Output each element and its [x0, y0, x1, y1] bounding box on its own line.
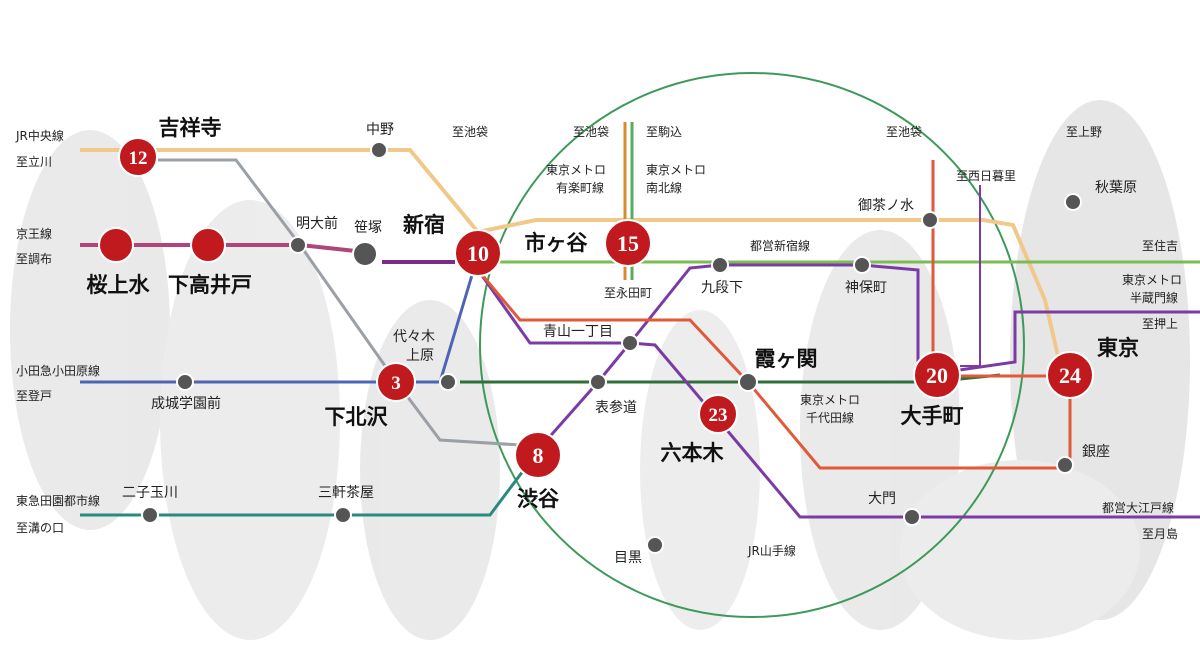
badge-number: 12	[129, 148, 148, 169]
line-label-namboku-1: 東京メトロ	[646, 163, 706, 177]
station-name-ichigaya: 市ヶ谷	[525, 230, 589, 255]
station-dot-sangenjaya[interactable]	[335, 507, 351, 523]
station-name-sakurajosui: 桜上水	[87, 272, 151, 297]
direction-nagatacho: 至永田町	[604, 286, 652, 300]
station-dot-aoyama[interactable]	[622, 335, 638, 351]
direction-chofu: 至調布	[16, 252, 52, 266]
badge-ichigaya[interactable]: 15	[605, 220, 651, 266]
direction-komagome: 至駒込	[646, 125, 682, 139]
direction-ikebukuro-3: 至池袋	[886, 125, 922, 139]
station-name-akihabara: 秋葉原	[1095, 180, 1137, 196]
station-name-roppongi: 六本木	[661, 440, 725, 465]
line-label-namboku-2: 南北線	[646, 180, 682, 195]
direction-oshiage: 至押上	[1142, 317, 1178, 331]
badge-tokyo[interactable]: 24	[1047, 352, 1093, 398]
station-shimotakaido-marker[interactable]	[191, 228, 225, 262]
direction-ikebukuro-1: 至池袋	[452, 125, 488, 139]
line-label-oedo: 都営大江戸線	[1102, 500, 1174, 515]
station-name-kudanshita: 九段下	[701, 280, 743, 296]
station-name-shibuya: 渋谷	[517, 486, 560, 511]
station-dot-yoyogiuehara[interactable]	[440, 374, 456, 390]
station-name-nakano: 中野	[366, 122, 394, 138]
station-dot-seijo[interactable]	[177, 374, 193, 390]
station-dot-daimon[interactable]	[904, 509, 920, 525]
direction-tsukishima: 至月島	[1142, 526, 1178, 541]
direction-mizonokuchi: 至溝の口	[16, 521, 64, 535]
station-dot-ginza[interactable]	[1057, 457, 1073, 473]
line-label-odakyu: 小田急小田原線	[16, 363, 100, 378]
badge-shinjuku[interactable]: 10	[455, 230, 501, 276]
direction-nishinippori: 至西日暮里	[956, 169, 1016, 183]
station-name-sasazuka: 笹塚	[354, 220, 382, 236]
station-name-ginza: 銀座	[1082, 444, 1110, 460]
station-dot-nakano[interactable]	[371, 142, 387, 158]
badge-shibuya[interactable]: 8	[515, 432, 561, 478]
line-label-chiyoda-2: 千代田線	[806, 410, 854, 425]
station-name-seijo: 成城学園前	[151, 395, 221, 412]
line-label-yurakucho-1: 東京メトロ	[546, 163, 606, 177]
station-dot-sasazuka[interactable]	[353, 242, 377, 266]
badge-number: 15	[617, 231, 639, 256]
line-label-keio: 京王線	[16, 226, 52, 241]
station-name-uehara: 上原	[406, 348, 434, 364]
station-name-shinjuku: 新宿	[403, 212, 445, 237]
station-name-omotesando: 表参道	[595, 399, 637, 416]
station-name-jimbocho: 神保町	[845, 280, 887, 296]
badge-number: 20	[926, 363, 948, 388]
station-name-otemachi: 大手町	[901, 403, 964, 428]
line-label-hanzomon-1: 東京メトロ	[1122, 273, 1182, 287]
station-name-aoyama: 青山一丁目	[543, 324, 613, 340]
line-label-tokyu: 東急田園都市線	[16, 493, 100, 508]
station-dot-kasumigaseki[interactable]	[739, 373, 757, 391]
station-dot-omotesando[interactable]	[590, 374, 606, 390]
direction-ikebukuro-2: 至池袋	[573, 125, 609, 139]
station-dot-ochanomizu[interactable]	[922, 212, 938, 228]
station-name-sangenjaya: 三軒茶屋	[318, 485, 374, 501]
station-name-kasumigaseki: 霞ヶ関	[755, 346, 818, 371]
badge-number: 24	[1059, 363, 1081, 388]
station-dot-meidaimae[interactable]	[290, 237, 306, 253]
badge-number: 10	[467, 241, 489, 266]
direction-tachikawa: 至立川	[16, 154, 52, 169]
station-name-yoyogi: 代々木	[393, 329, 435, 345]
station-dot-futako[interactable]	[142, 507, 158, 523]
badge-otemachi[interactable]: 20	[914, 352, 960, 398]
line-label-jr-chuo: JR中央線	[15, 128, 64, 143]
station-name-ochanomizu: 御茶ノ水	[858, 198, 914, 214]
badge-number: 8	[533, 443, 544, 468]
line-label-hanzomon-2: 半蔵門線	[1130, 290, 1178, 305]
station-name-shimotakaido: 下高井戸	[168, 272, 252, 297]
line-label-yamanote: JR山手線	[747, 543, 796, 558]
badge-number: 3	[391, 373, 401, 394]
station-sakurajosui-marker[interactable]	[99, 228, 133, 262]
station-dot-akihabara[interactable]	[1065, 194, 1081, 210]
direction-ueno: 至上野	[1066, 125, 1102, 139]
badge-shimokitazawa[interactable]: 3	[377, 363, 415, 401]
station-name-futako: 二子玉川	[122, 485, 178, 501]
direction-sumiyoshi: 至住吉	[1142, 239, 1178, 253]
badge-roppongi[interactable]: 23	[699, 395, 737, 433]
station-name-kichijoji: 吉祥寺	[159, 115, 222, 140]
direction-noborito: 至登戸	[16, 388, 52, 403]
station-name-meidaimae: 明大前	[296, 215, 338, 232]
station-dot-kudanshita[interactable]	[712, 257, 728, 273]
station-dot-jimbocho[interactable]	[854, 257, 870, 273]
station-name-meguro: 目黒	[614, 550, 642, 566]
badge-number: 23	[709, 405, 728, 426]
line-label-toei-shinjuku: 都営新宿線	[750, 238, 810, 253]
station-name-daimon: 大門	[868, 491, 896, 507]
badge-kichijoji[interactable]: 12	[119, 138, 157, 176]
line-label-chiyoda-1: 東京メトロ	[800, 393, 860, 407]
line-label-yurakucho-2: 有楽町線	[556, 180, 604, 195]
station-dot-meguro[interactable]	[647, 537, 663, 553]
station-name-tokyo: 東京	[1097, 335, 1139, 360]
station-name-shimokitazawa: 下北沢	[325, 404, 389, 429]
